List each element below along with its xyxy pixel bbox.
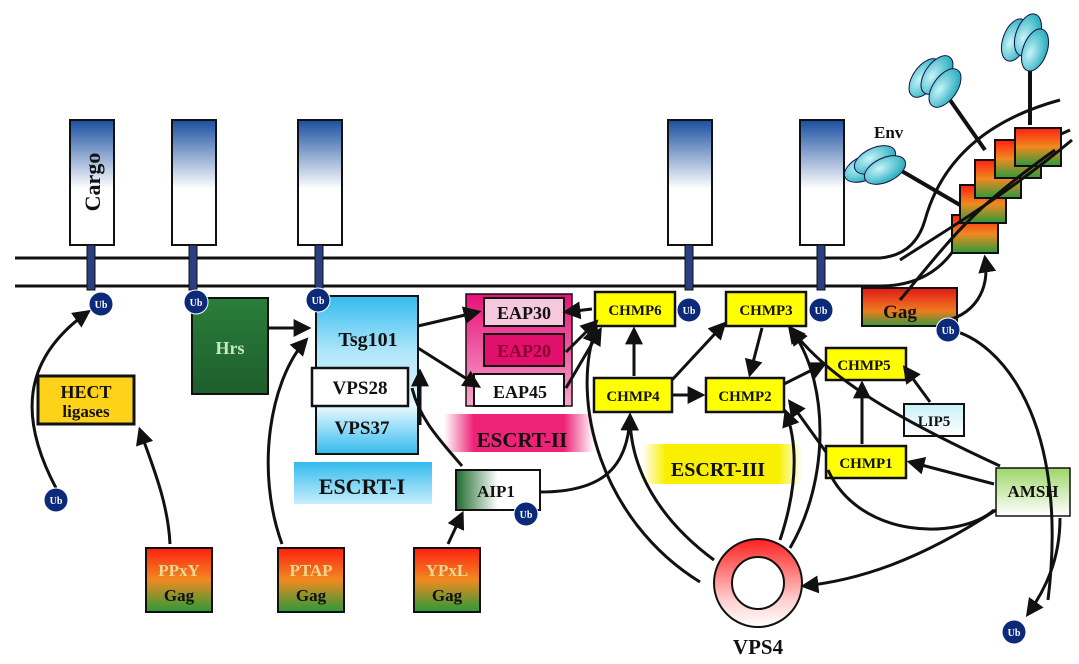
cargo-receptor-5: [800, 120, 844, 290]
escrt1-label: ESCRT-I: [319, 474, 405, 499]
gag-membrane-label: Gag: [883, 302, 917, 323]
ub-aip1-text: Ub: [520, 510, 533, 521]
hrs-label: Hrs: [216, 338, 245, 358]
env-label: Env: [874, 123, 904, 142]
arrow-amsh-to-ub: [1028, 518, 1060, 614]
cargo-receptor-2: [172, 120, 216, 290]
aip1-label: AIP1: [477, 482, 515, 501]
arrow-chmp2-to-chmp5: [784, 364, 824, 384]
eap45-label: EAP45: [493, 382, 547, 402]
ypxl-gag-label: Gag: [432, 586, 463, 605]
arrow-ptap-to-tsg101: [268, 340, 306, 544]
ub-released-text: Ub: [1008, 628, 1021, 639]
env-spike-1: [840, 140, 960, 205]
ub-free-text: Ub: [50, 496, 63, 507]
vps28-label: VPS28: [333, 378, 388, 399]
arrow-gag-to-ub-out: [950, 330, 1052, 600]
ppxy-gag-label: Gag: [164, 586, 195, 605]
eap20-label: EAP20: [497, 341, 551, 361]
ub-cargo2-text: Ub: [190, 298, 203, 309]
ub-cargo1-text: Ub: [95, 300, 108, 311]
vps37-label: VPS37: [335, 418, 390, 439]
ptap-label: PTAP: [289, 561, 332, 580]
arrow-chmp4-to-chmp3: [672, 324, 724, 380]
arrow-vps4-to-chmp4: [630, 416, 714, 560]
arrow-ypxl-to-aip1: [448, 514, 462, 544]
ypxl-label: YPxL: [426, 561, 469, 580]
chmp2-label: CHMP2: [718, 389, 771, 405]
arrow-lip5-to-chmp5: [905, 368, 930, 402]
arrow-chmp3-to-chmp2: [750, 328, 762, 374]
cargo-label: Cargo: [80, 153, 105, 212]
env-spike-3: [996, 10, 1054, 125]
cargo-receptor-4: [668, 120, 712, 290]
chmp5-label: CHMP5: [837, 358, 890, 374]
cargo-receptor-3: [298, 120, 342, 290]
arrow-amsh-to-vps4: [804, 510, 996, 586]
escrt2-label: ESCRT-II: [477, 428, 568, 452]
eap30-label: EAP30: [497, 303, 551, 323]
ppxy-label: PPxY: [158, 561, 200, 580]
chmp3-label: CHMP3: [739, 303, 792, 319]
ub-cargo3-text: Ub: [312, 296, 325, 307]
chmp6-label: CHMP6: [608, 303, 662, 319]
ptap-gag-label: Gag: [296, 586, 327, 605]
vps4-label: VPS4: [733, 635, 784, 659]
chmp1-label: CHMP1: [839, 456, 892, 472]
ub-cargo5-text: Ub: [815, 306, 828, 317]
ligases-label: ligases: [62, 402, 110, 421]
env-spike-2: [903, 50, 985, 150]
escrt3-label: ESCRT-III: [671, 459, 765, 481]
hect-label: HECT: [60, 382, 111, 402]
ub-gag-text: Ub: [942, 326, 955, 337]
arrow-amsh-to-chmp1: [910, 462, 994, 484]
ub-cargo4-text: Ub: [683, 306, 696, 317]
tsg101-label: Tsg101: [338, 329, 397, 351]
arrow-ppxy-to-hect: [140, 430, 170, 544]
chmp4-label: CHMP4: [606, 389, 660, 405]
vps4-ring: [714, 539, 802, 627]
